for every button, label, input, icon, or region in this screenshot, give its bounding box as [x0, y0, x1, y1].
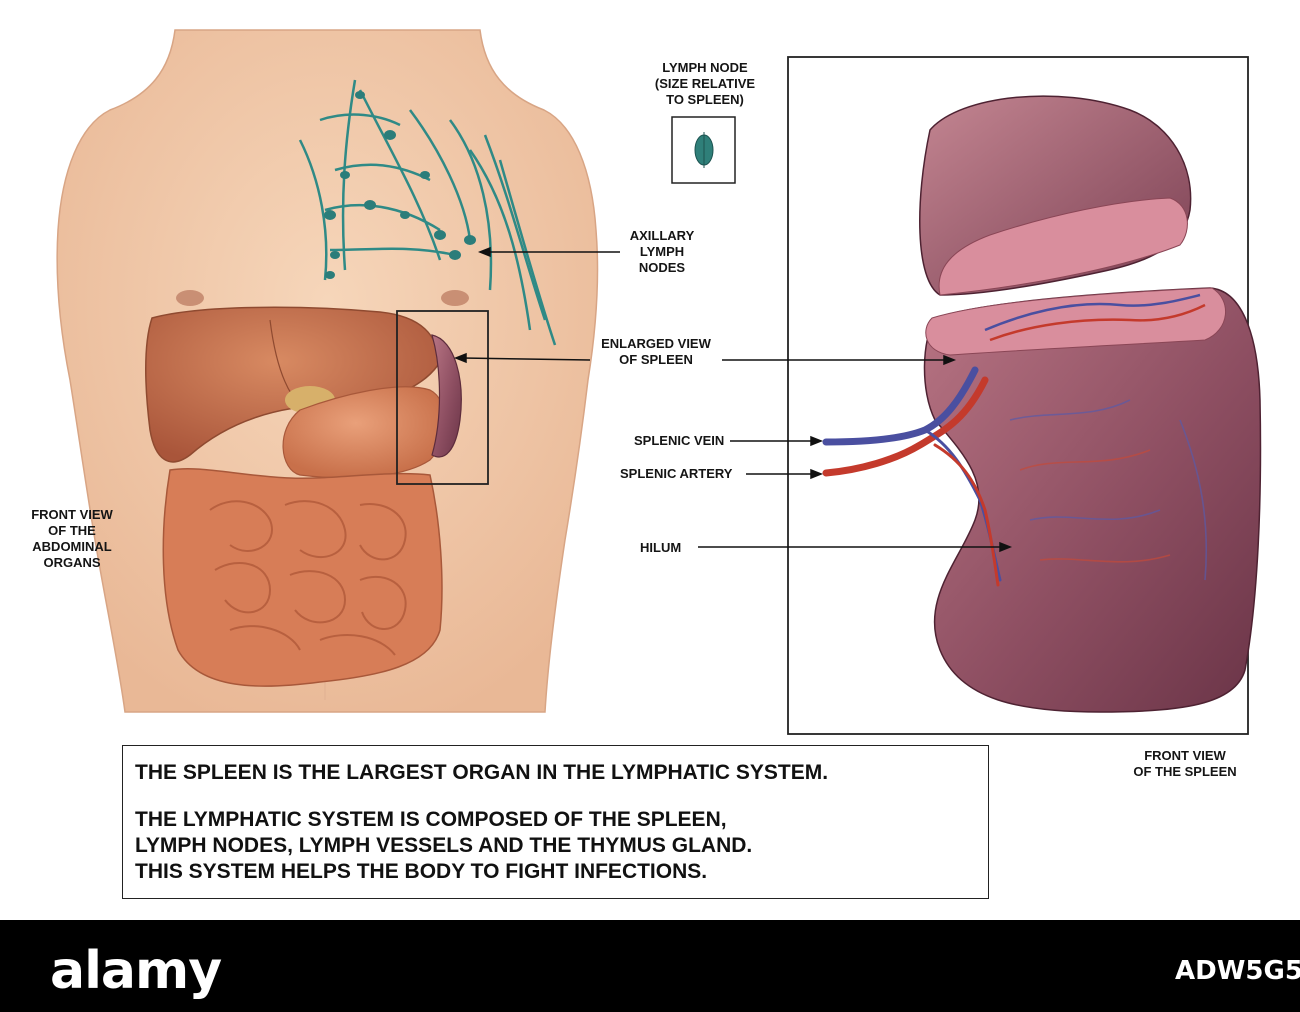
- splenic-vein-label: SPLENIC VEIN: [634, 433, 734, 449]
- caption-box: THE SPLEEN IS THE LARGEST ORGAN IN THE L…: [122, 745, 989, 899]
- axillary-lymph-nodes-label: AXILLARY LYMPH NODES: [622, 228, 702, 276]
- abdominal-organs: [146, 307, 462, 686]
- lymph-node-note: LYMPH NODE (SIZE RELATIVE TO SPLEEN): [638, 60, 772, 108]
- caption-line-2: THE LYMPHATIC SYSTEM IS COMPOSED OF THE …: [135, 809, 727, 831]
- hilum-label: HILUM: [640, 540, 700, 556]
- image-code: ADW5G5: [1175, 958, 1300, 984]
- enlarged-view-label: ENLARGED VIEW OF SPLEEN: [590, 336, 722, 368]
- brand-logo: alamy: [50, 945, 221, 997]
- front-view-abdominal-label: FRONT VIEW OF THE ABDOMINAL ORGANS: [22, 507, 122, 571]
- front-view-spleen-label: FRONT VIEW OF THE SPLEEN: [1115, 748, 1255, 780]
- splenic-artery-label: SPLENIC ARTERY: [620, 466, 744, 482]
- caption-line-4: THIS SYSTEM HELPS THE BODY TO FIGHT INFE…: [135, 861, 707, 883]
- caption-line-3: LYMPH NODES, LYMPH VESSELS AND THE THYMU…: [135, 835, 752, 857]
- caption-line-1: THE SPLEEN IS THE LARGEST ORGAN IN THE L…: [135, 762, 828, 784]
